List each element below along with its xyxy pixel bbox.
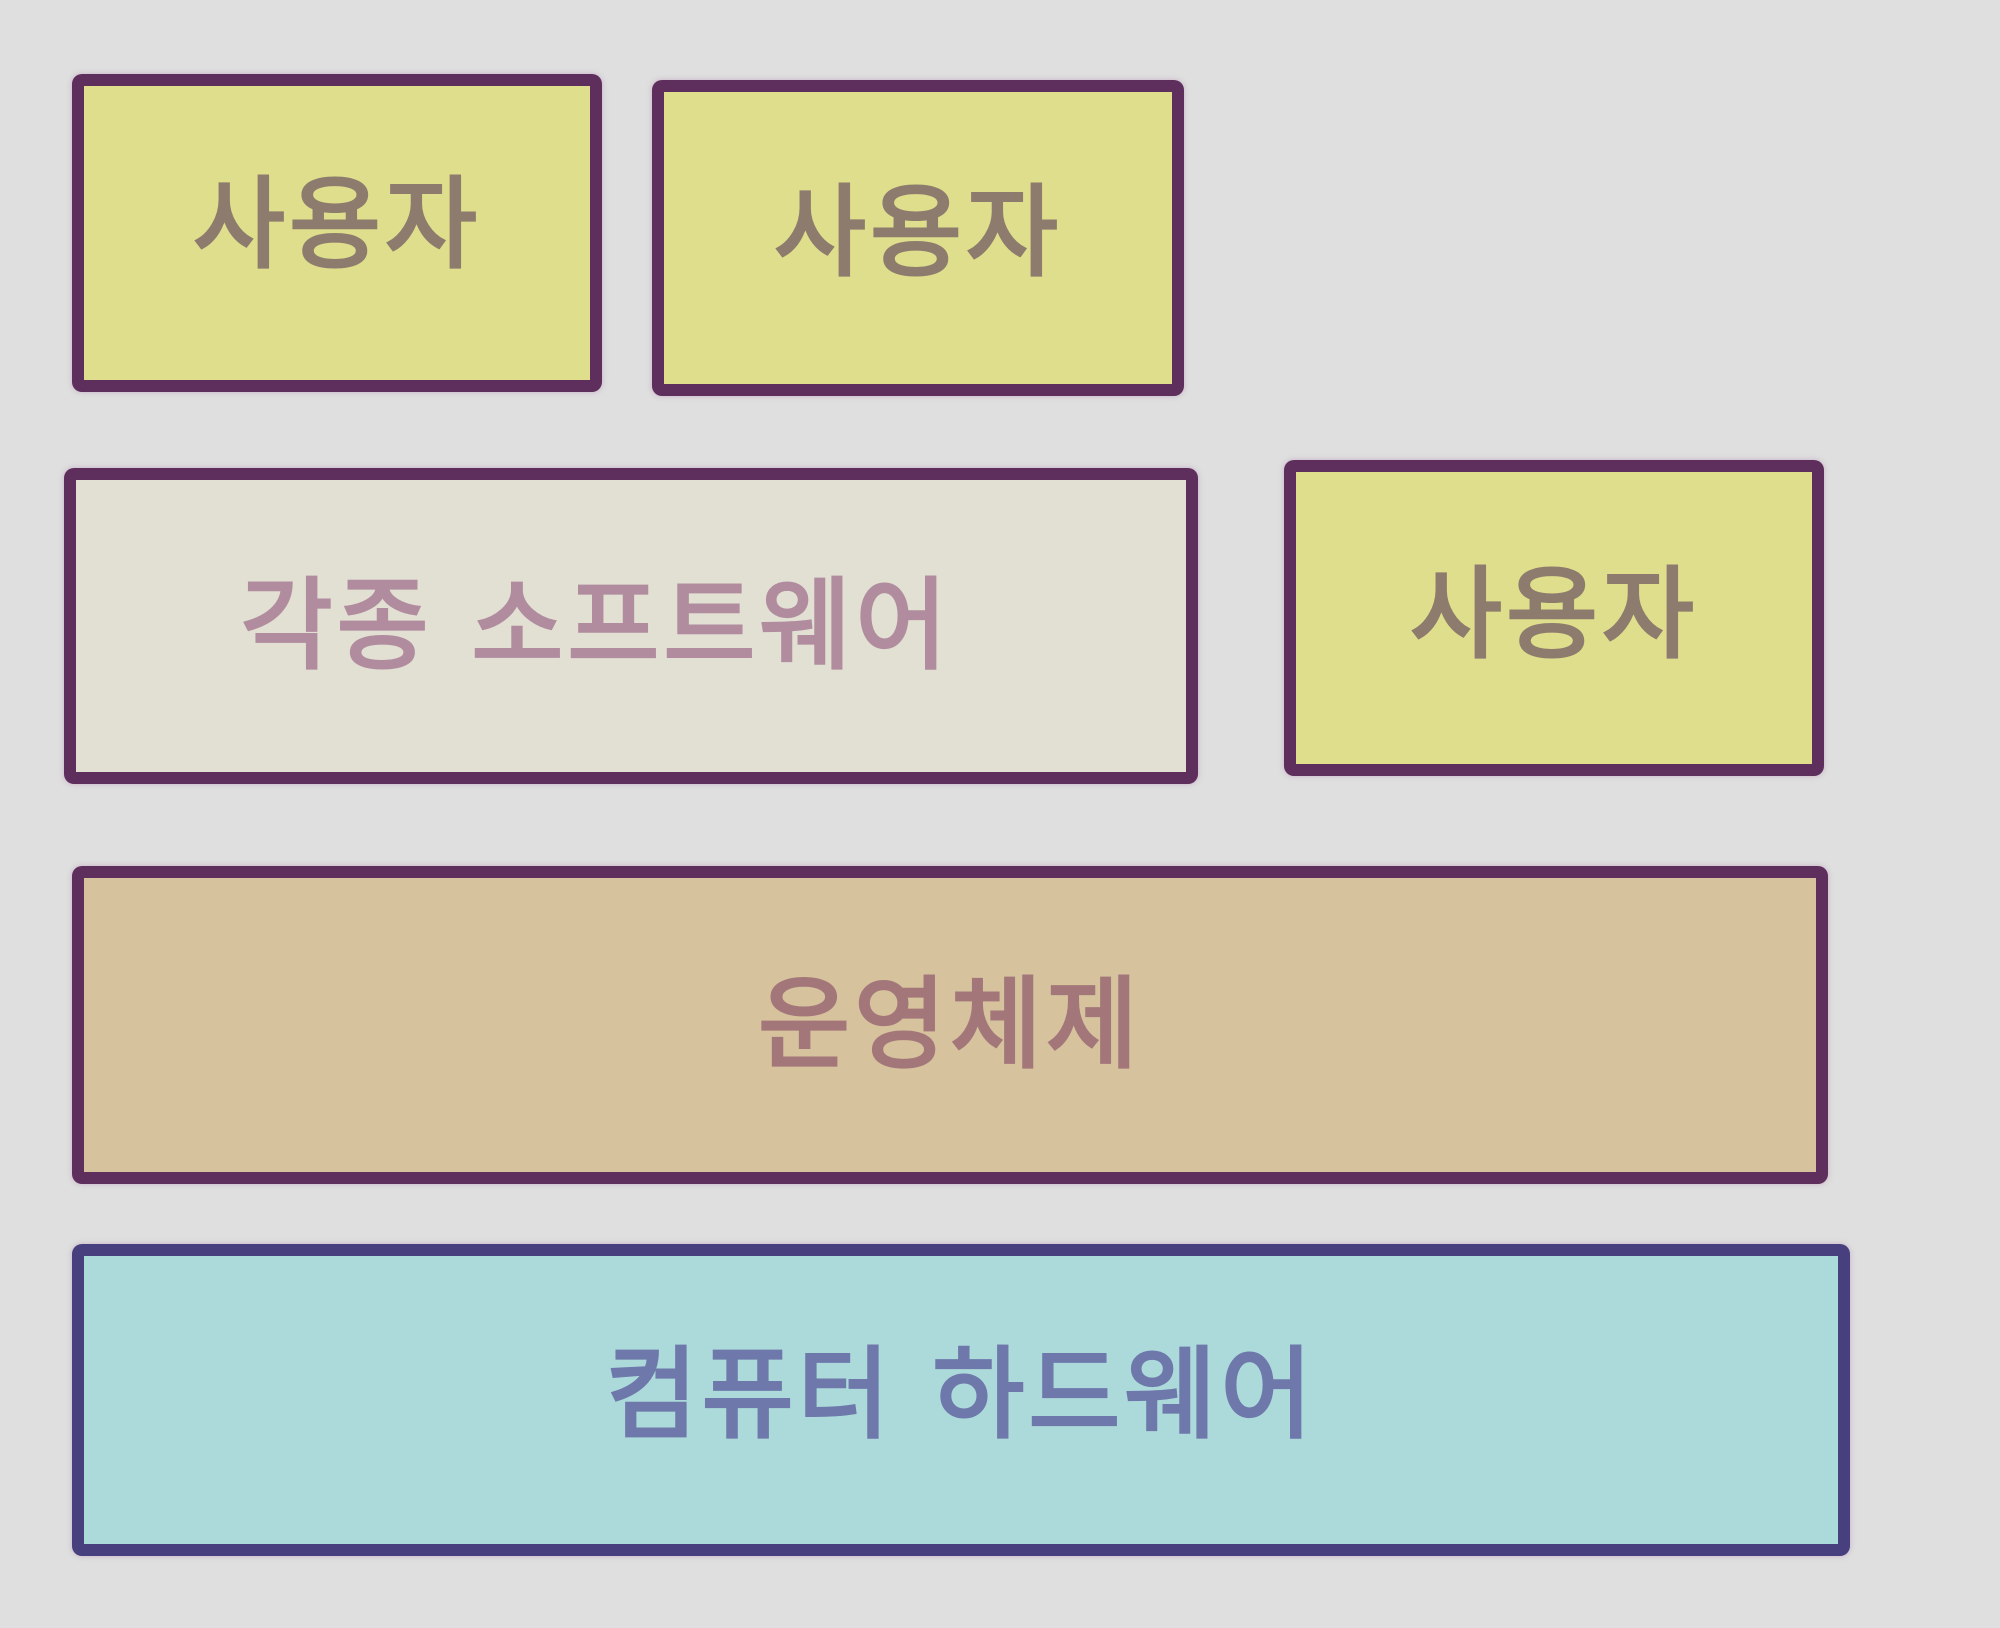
user-label-1: 사용자 <box>193 166 481 283</box>
user-label-2: 사용자 <box>774 174 1062 291</box>
user-label-3: 사용자 <box>1410 556 1698 673</box>
user-block-2: 사용자 <box>652 80 1184 396</box>
user-block-3: 사용자 <box>1284 460 1824 776</box>
user-block-1: 사용자 <box>72 74 602 392</box>
computer-hardware-label: 컴퓨터 하드웨어 <box>605 1336 1317 1453</box>
operating-system-label: 운영체제 <box>758 966 1142 1083</box>
computer-hardware-block: 컴퓨터 하드웨어 <box>72 1244 1850 1556</box>
software-block: 각종 소프트웨어 <box>64 468 1198 784</box>
software-label: 각종 소프트웨어 <box>240 567 952 684</box>
operating-system-block: 운영체제 <box>72 866 1828 1184</box>
